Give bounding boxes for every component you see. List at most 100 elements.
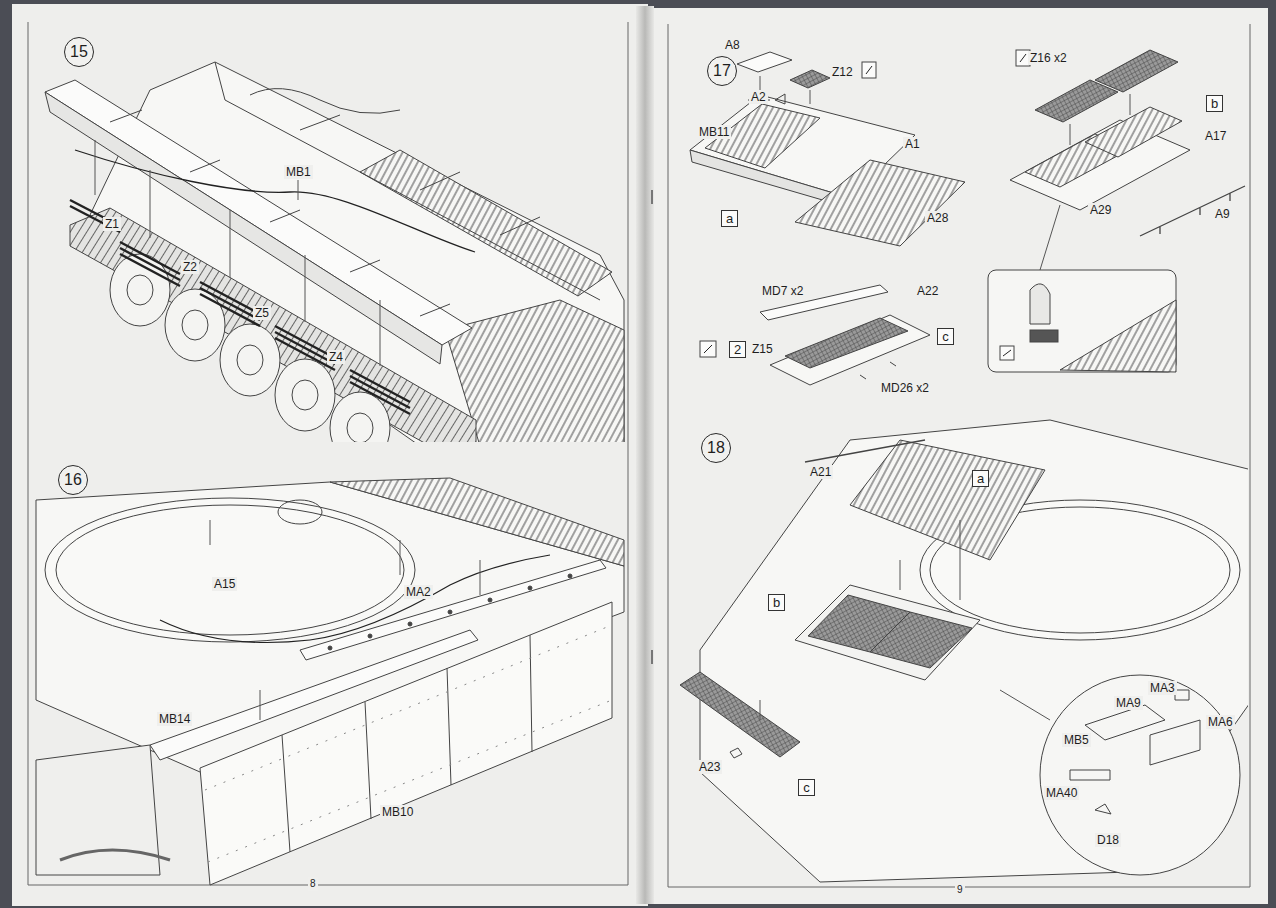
hull-side-illustration-part-part: [448, 610, 452, 614]
hull-rear-illustration-part: [45, 80, 472, 345]
step-number: 17: [707, 56, 737, 86]
hull-side-illustration-part-part: [368, 634, 372, 638]
subassembly-illustration-part: [988, 270, 1176, 372]
subassembly-illustration-part: [1003, 350, 1011, 356]
hull-side-illustration: [36, 478, 624, 885]
node-text: 18: [702, 434, 730, 461]
hull-rear-illustration-part-part: [220, 324, 280, 396]
subassembly-illustration-part: [1070, 94, 1130, 145]
subassembly-illustration-part: [785, 318, 908, 368]
node-text: a: [977, 471, 984, 486]
subassembly-illustration-part: [795, 160, 965, 246]
hull-side-illustration-part: [205, 625, 612, 862]
hull-side-illustration-part-part: [408, 622, 412, 626]
hull-top-illustration-part: [700, 420, 1248, 882]
part-label: Z15: [750, 342, 775, 356]
node-text: 2: [734, 342, 741, 357]
part-label: D18: [1095, 833, 1121, 847]
hull-rear-illustration-part-part: [275, 326, 335, 370]
hull-rear-illustration-part: [250, 89, 400, 114]
node-text: 15: [65, 38, 93, 65]
hull-top-illustration-part: [760, 520, 1050, 720]
node-text: c: [803, 780, 810, 795]
part-label: MA3: [1148, 681, 1177, 695]
part-label: Z12: [830, 65, 855, 79]
subassembly-illustration: [690, 50, 1245, 385]
subassembly-illustration-part: [1095, 50, 1178, 92]
part-label: Z2: [181, 260, 199, 274]
subassembly-letter: c: [798, 779, 815, 796]
quantity-box: 2: [729, 341, 746, 358]
hull-top-illustration-part: [850, 440, 1045, 560]
hull-side-illustration-part-part: [528, 586, 532, 590]
part-label: A15: [212, 577, 237, 591]
hull-rear-illustration-part: [360, 150, 612, 296]
subassembly-illustration-part: [860, 362, 896, 379]
hull-rear-illustration: [45, 62, 624, 442]
hull-rear-illustration-part: [298, 180, 299, 200]
part-label: MB10: [380, 805, 415, 819]
hull-side-illustration-part: [282, 635, 532, 852]
hull-side-illustration-part-part: [488, 598, 492, 602]
subassembly-illustration-part: [770, 315, 930, 385]
part-label: A22: [915, 284, 940, 298]
subassembly-illustration-part: [790, 70, 830, 88]
part-label: MA40: [1044, 786, 1079, 800]
hull-side-illustration-part-part: [568, 574, 572, 578]
hull-top-illustration-part: [805, 440, 925, 462]
subassembly-illustration-part: [1020, 54, 1026, 62]
part-label: MA2: [404, 585, 433, 599]
hull-rear-illustration-part-part: [350, 370, 410, 414]
hull-side-illustration-part: [210, 520, 480, 720]
part-label: MA6: [1206, 715, 1235, 729]
booklet-pages-part: [651, 190, 653, 664]
hull-top-illustration: [680, 420, 1248, 882]
part-label: MB14: [157, 712, 192, 726]
hull-rear-illustration-part-part: [347, 413, 373, 442]
booklet-pages-part: [12, 4, 648, 906]
subassembly-letter: b: [768, 594, 785, 611]
subassembly-illustration-part: [1060, 300, 1176, 372]
hull-side-illustration-part-part: [328, 646, 332, 650]
subassembly-illustration-part: [862, 62, 876, 78]
node-text: 17: [708, 57, 736, 84]
hull-side-illustration-part: [160, 555, 550, 643]
node-text: 16: [59, 466, 87, 493]
part-label: Z1: [103, 217, 121, 231]
part-label: A9: [1213, 207, 1232, 221]
hull-rear-illustration-part: [110, 110, 450, 316]
subassembly-illustration-part: [866, 66, 872, 74]
part-label: A1: [903, 137, 922, 151]
subassembly-letter: a: [972, 470, 989, 487]
part-label: A23: [697, 760, 722, 774]
node-text: b: [1211, 96, 1218, 111]
subassembly-illustration-part: [1085, 107, 1182, 157]
hull-side-illustration-part: [45, 498, 415, 642]
part-label: MA9: [1114, 696, 1143, 710]
hull-top-illustration-part: [795, 585, 980, 680]
hull-top-illustration-part: [680, 672, 800, 757]
hull-rear-illustration-part: [127, 275, 373, 442]
step-number: 15: [64, 37, 94, 67]
part-label: A21: [808, 465, 833, 479]
part-label: Z4: [327, 350, 345, 364]
part-label: MB1: [284, 165, 313, 179]
part-label: MB5: [1062, 733, 1091, 747]
hull-rear-illustration-part: [70, 200, 410, 414]
subassembly-illustration-part: [1030, 330, 1058, 342]
hull-rear-illustration-part-part: [237, 345, 263, 375]
hull-side-illustration-part: [278, 500, 322, 524]
node-text: b: [773, 595, 780, 610]
hull-side-illustration-part: [56, 505, 404, 635]
subassembly-letter: c: [937, 328, 954, 345]
subassembly-illustration-part: [1040, 205, 1060, 270]
subassembly-illustration-part: [760, 285, 888, 320]
hull-top-illustration-part: [870, 612, 972, 668]
subassembly-illustration-part: [737, 52, 792, 72]
hull-rear-illustration-part: [75, 150, 475, 252]
page-number: 9: [955, 883, 965, 897]
booklet-pages-part: [28, 22, 628, 885]
hull-side-illustration-part: [36, 745, 160, 875]
subassembly-illustration-part: [1000, 346, 1014, 360]
